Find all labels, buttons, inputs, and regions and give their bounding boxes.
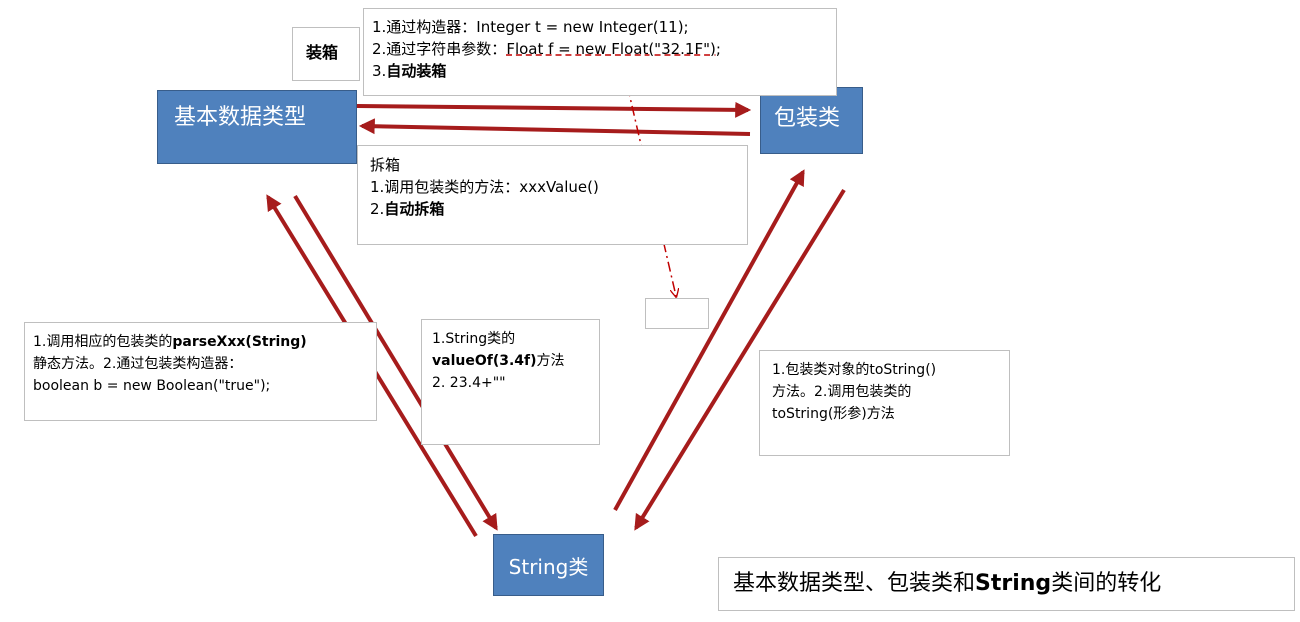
unboxing-title: 拆箱: [370, 156, 401, 174]
parse-method: parseXxx(String): [172, 334, 307, 350]
boxing-line-1: 1.通过构造器：Integer t = new Integer(11);: [372, 18, 689, 36]
valueof-method: valueOf(3.4f): [432, 353, 537, 369]
arrow-basic-to-string: [293, 194, 498, 531]
wrapper-to-string-line-2: 方法。2.调用包装类的: [772, 384, 912, 400]
wrapper-to-string-line-3: toString(形参)方法: [772, 406, 895, 422]
caption: 基本数据类型、包装类和String类间的转化: [733, 568, 1280, 600]
wrapper-to-string-line-1: 1.包装类对象的toString(): [772, 362, 937, 378]
arrow-dashdot-float: [622, 66, 676, 296]
unboxing-line-2-num: 2.: [370, 200, 385, 218]
node-basic-label: 基本数据类型: [174, 105, 307, 130]
basic-to-string-line-2-rest: 方法: [536, 353, 565, 369]
caption-suffix: 类间的转化: [1051, 571, 1162, 596]
basic-to-string-line-2: valueOf(3.4f)方法: [432, 350, 589, 372]
boxing-note: 1.通过构造器：Integer t = new Integer(11); 2.通…: [363, 8, 837, 96]
arrow-string-to-wrapper: [613, 169, 805, 511]
caption-string: String: [975, 571, 1052, 596]
unboxing-line-2: 2.自动拆箱: [370, 198, 735, 220]
arrow-wrapper-to-string: [634, 188, 846, 531]
node-wrapper-label: 包装类: [774, 106, 841, 131]
boxing-line-3: 3.自动装箱: [372, 60, 828, 82]
wrapper-to-string-note: 1.包装类对象的toString() 方法。2.调用包装类的 toString(…: [759, 350, 1010, 456]
node-wrapper-class: 包装类: [760, 87, 863, 154]
unboxing-auto: 自动拆箱: [384, 200, 445, 218]
string-to-basic-line-3: boolean b = new Boolean("true");: [33, 378, 271, 394]
string-to-basic-line-1-prefix: 1.调用相应的包装类的: [33, 334, 173, 350]
basic-to-string-line-3: 2. 23.4+"": [432, 375, 506, 391]
node-string-class: String类: [493, 534, 604, 596]
basic-to-string-note: 1.String类的 valueOf(3.4f)方法 2. 23.4+"": [421, 319, 600, 445]
unboxing-line-1: 1.调用包装类的方法：xxxValue(): [370, 178, 599, 196]
boxing-line-2: 2.通过字符串参数：Float f = new Float("32.1F");: [372, 38, 828, 60]
caption-prefix: 基本数据类型、包装类和: [733, 571, 976, 596]
boxing-line-3-num: 3.: [372, 62, 387, 80]
arrow-wrapper-to-basic: [358, 118, 751, 136]
boxing-float-code: Float f = new Float("32.1F");: [506, 40, 721, 58]
arrow-basic-to-wrapper: [356, 101, 752, 118]
boxing-auto: 自动装箱: [386, 62, 447, 80]
node-string-label: String类: [508, 554, 589, 579]
caption-box: 基本数据类型、包装类和String类间的转化: [718, 557, 1295, 611]
boxing-line-2-prefix: 2.通过字符串参数：: [372, 40, 507, 58]
string-to-basic-line-1: 1.调用相应的包装类的parseXxx(String): [33, 331, 368, 353]
node-basic-data-type: 基本数据类型: [157, 90, 357, 164]
unboxing-note: 拆箱 1.调用包装类的方法：xxxValue() 2.自动拆箱: [357, 145, 748, 245]
boxing-label: 装箱: [306, 43, 339, 62]
basic-to-string-line-1: 1.String类的: [432, 331, 516, 347]
string-to-basic-note: 1.调用相应的包装类的parseXxx(String) 静态方法。2.通过包装类…: [24, 322, 377, 421]
boxing-label-box: 装箱: [292, 27, 360, 81]
small-empty-box: [645, 298, 709, 329]
string-to-basic-line-2: 静态方法。2.通过包装类构造器：: [33, 356, 243, 372]
